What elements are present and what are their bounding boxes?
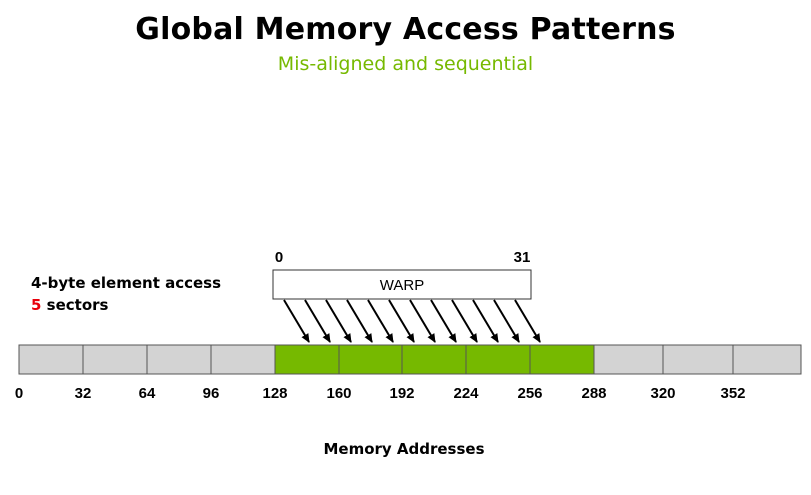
thread-arrow — [430, 299, 457, 343]
thread-arrow — [472, 299, 499, 343]
address-tick-label: 128 — [262, 385, 287, 402]
sector-count-value: 5 — [31, 296, 42, 314]
thread-arrows — [283, 299, 541, 343]
memory-segment-active — [274, 344, 340, 375]
warp-label: WARP — [380, 277, 424, 294]
memory-segment-inactive — [146, 344, 212, 375]
sector-count-label: 5 sectors — [31, 296, 108, 314]
warp-end-index: 31 — [514, 249, 531, 266]
thread-arrow — [304, 299, 331, 343]
memory-segment-inactive — [593, 344, 664, 375]
warp-start-index: 0 — [275, 249, 283, 266]
address-tick-label: 32 — [75, 385, 92, 402]
address-tick-label: 64 — [139, 385, 156, 402]
memory-segment-active — [529, 344, 595, 375]
address-tick-label: 352 — [720, 385, 745, 402]
sector-count-text: sectors — [41, 296, 109, 314]
address-tick-labels: 0 32 64 96 128 160 192 224 256 288 320 352 — [15, 385, 746, 402]
memory-segment-inactive — [732, 344, 802, 375]
address-tick-label: 96 — [203, 385, 220, 402]
address-tick-label: 320 — [650, 385, 675, 402]
warp-group: WARP 0 31 — [272, 249, 532, 300]
page-title: Global Memory Access Patterns — [135, 12, 676, 47]
thread-arrow — [283, 299, 310, 343]
memory-addresses-label: Memory Addresses — [323, 440, 485, 458]
warp-box — [272, 269, 532, 300]
address-tick-label: 160 — [326, 385, 351, 402]
access-size-label: 4-byte element access — [31, 274, 222, 292]
page-subtitle: Mis-aligned and sequential — [277, 53, 534, 75]
thread-arrow — [388, 299, 415, 343]
thread-arrow — [409, 299, 436, 343]
address-tick-label: 0 — [15, 385, 23, 402]
thread-arrow — [346, 299, 373, 343]
address-tick-label: 256 — [517, 385, 542, 402]
address-tick-label: 288 — [581, 385, 606, 402]
memory-segment-inactive — [662, 344, 734, 375]
thread-arrow — [493, 299, 520, 343]
thread-arrow — [367, 299, 394, 343]
memory-segment-inactive — [82, 344, 148, 375]
memory-segment-active — [465, 344, 531, 375]
memory-segments — [18, 344, 802, 375]
address-tick-label: 192 — [389, 385, 414, 402]
thread-arrow — [325, 299, 352, 343]
memory-segment-inactive — [210, 344, 276, 375]
address-tick-label: 224 — [453, 385, 479, 402]
thread-arrow — [514, 299, 541, 343]
thread-arrow — [451, 299, 478, 343]
memory-segment-inactive — [18, 344, 84, 375]
memory-segment-active — [401, 344, 467, 375]
memory-segment-active — [338, 344, 403, 375]
